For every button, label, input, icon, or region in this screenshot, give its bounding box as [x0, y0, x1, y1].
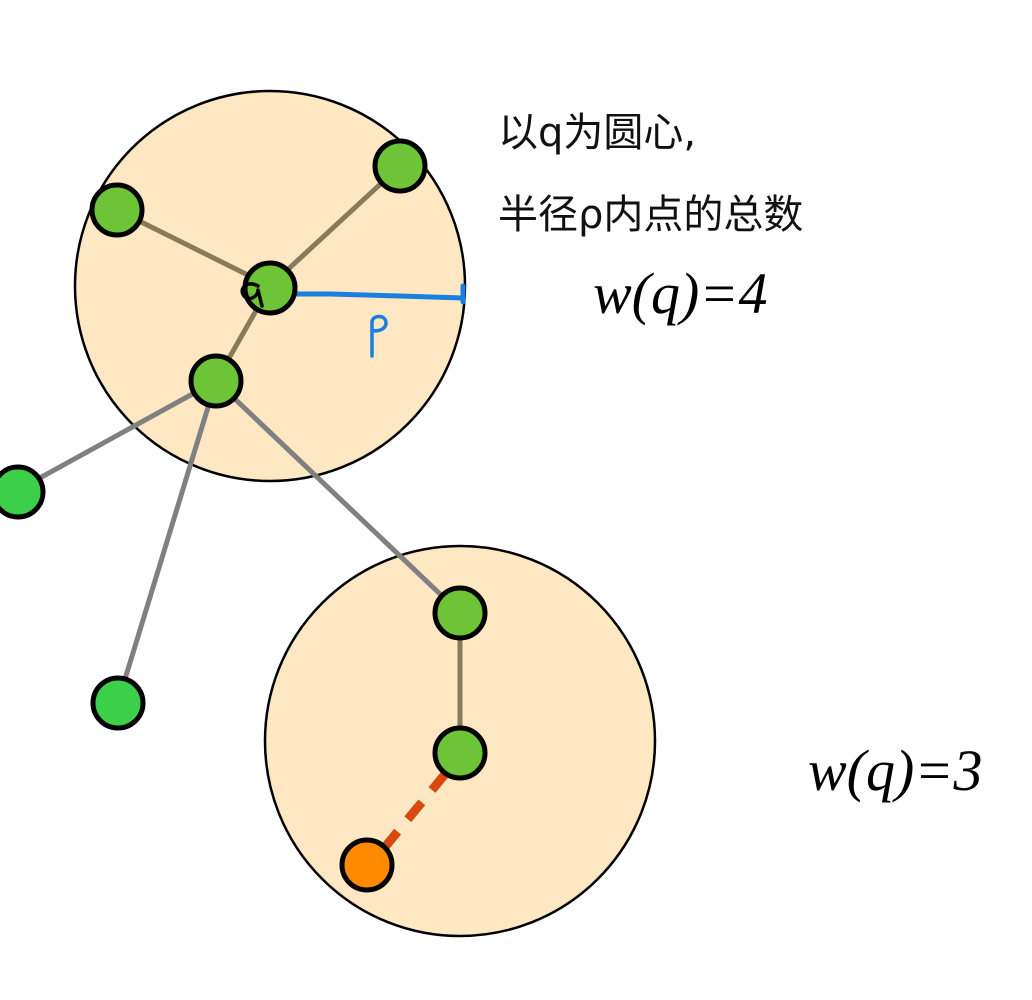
radius-rho-glyph — [370, 314, 388, 358]
node-bottomdisk-center — [432, 725, 488, 781]
edge-center-topleft — [115, 207, 272, 289]
annotation-line1: 以q为圆心, — [498, 110, 696, 156]
center-q-glyph — [240, 282, 264, 308]
edge-middle-bottomdisk — [214, 379, 462, 615]
node-topleft — [89, 182, 145, 238]
weight-label-top: w(q)=4 — [593, 261, 767, 326]
edge-middle-bottom-outside — [115, 380, 219, 703]
node-orange — [339, 837, 395, 893]
node-middle — [188, 353, 244, 409]
edge-middle-left-outside — [16, 378, 218, 493]
node-center-q — [242, 260, 298, 316]
annotation-line2: 半径ρ内点的总数 — [498, 192, 803, 238]
node-outside-bottom — [90, 675, 146, 731]
node-outside-left — [0, 464, 46, 520]
node-topright — [372, 138, 428, 194]
edge-dashed-orange — [376, 770, 450, 856]
edge-center-topright — [268, 164, 402, 288]
node-bottomdisk-top — [432, 585, 488, 641]
weight-label-bottom: w(q)=3 — [808, 738, 982, 803]
nodes — [0, 138, 488, 893]
